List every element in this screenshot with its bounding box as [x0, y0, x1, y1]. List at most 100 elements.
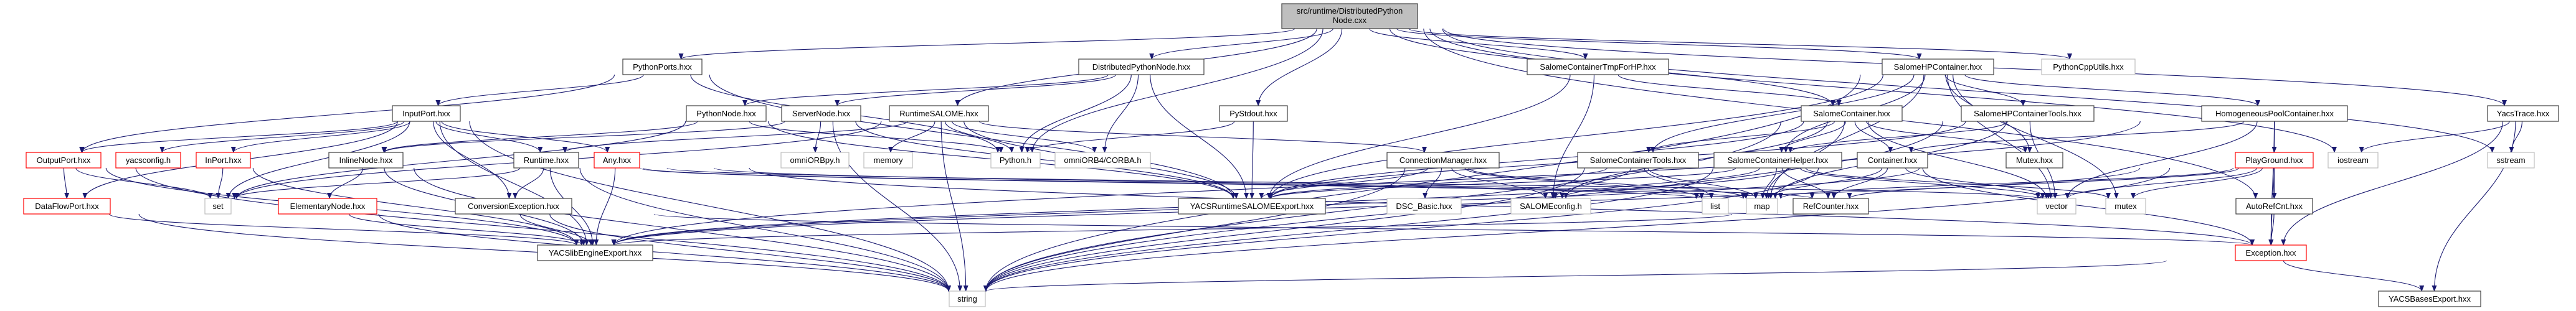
- edge-runtime-to-conversion-exception: [513, 167, 544, 199]
- edge-container-to-vector: [1905, 167, 2051, 199]
- edge-exception-to-yacsbases-export: [2283, 260, 2425, 292]
- file-node-salome-container-tools[interactable]: SalomeContainerTools.hxx: [1577, 152, 1699, 169]
- file-node-runtime[interactable]: Runtime.hxx: [513, 152, 579, 169]
- node-label: Python.h: [1000, 156, 1031, 165]
- node-label: SalomeHPContainer.hxx: [1894, 62, 1982, 72]
- edge-distributed-python-node-to-corba: [1102, 74, 1139, 153]
- edge-main-to-python-cpp-utils: [1408, 28, 2072, 60]
- node-box: [2378, 290, 2481, 307]
- node-label: YACSlibEngineExport.hxx: [549, 248, 642, 258]
- edge-yacs-trace-to-sstream: [2509, 121, 2522, 153]
- file-node-salomeconfig[interactable]: SALOMEconfig.h: [1510, 198, 1591, 215]
- edge-elementary-node-to-yacslib-engine-export: [348, 213, 584, 246]
- file-node-python-ports[interactable]: PythonPorts.hxx: [622, 58, 703, 75]
- node-label: ElementaryNode.hxx: [290, 202, 366, 211]
- file-node-dsc-basic[interactable]: DSC_Basic.hxx: [1386, 198, 1462, 215]
- file-node-container[interactable]: Container.hxx: [1857, 152, 1928, 169]
- file-node-conversion-exception[interactable]: ConversionException.hxx: [455, 198, 572, 215]
- edge-salome-hpcontainer-to-string: [983, 74, 1861, 292]
- node-box: [392, 105, 461, 122]
- file-node-set[interactable]: set: [204, 198, 232, 215]
- node-label: src/runtime/DistributedPython: [1297, 6, 1403, 16]
- file-node-play-ground[interactable]: PlayGround.hxx: [2235, 152, 2314, 169]
- edge-inline-node-to-elementary-node: [327, 167, 364, 199]
- node-box: [2235, 152, 2314, 169]
- node-box: [1746, 198, 1778, 215]
- file-node-server-node[interactable]: ServerNode.hxx: [781, 105, 861, 122]
- edge-runtime-to-set: [232, 167, 521, 199]
- node-box: [2105, 198, 2146, 215]
- file-node-py-stdout[interactable]: PyStdout.hxx: [1219, 105, 1288, 122]
- file-node-homogeneous-pool-container[interactable]: HomogeneousPoolContainer.hxx: [2201, 105, 2348, 122]
- edge-salome-container-tmp-for-hp-to-yacsruntime-salomeexport: [1266, 74, 1571, 199]
- file-node-auto-ref-cnt[interactable]: AutoRefCnt.hxx: [2235, 198, 2313, 215]
- file-node-yacslib-engine-export[interactable]: YACSlibEngineExport.hxx: [537, 244, 653, 261]
- file-node-omni-orbpy[interactable]: omniORBpy.h: [780, 152, 850, 169]
- edge-server-node-to-inline-node: [382, 121, 785, 153]
- edge-main-to-iostream: [1429, 28, 2337, 153]
- node-box: [2037, 198, 2076, 215]
- node-label: Container.hxx: [1868, 156, 1918, 165]
- edge-ref-counter-to-yacslib-engine-export: [612, 213, 1733, 246]
- file-node-salome-hpcontainer[interactable]: SalomeHPContainer.hxx: [1882, 58, 1994, 75]
- edge-python-ports-to-input-port: [435, 74, 644, 106]
- file-node-connection-manager[interactable]: ConnectionManager.hxx: [1386, 152, 1500, 169]
- file-node-salome-container[interactable]: SalomeContainer.hxx: [1801, 105, 1903, 122]
- file-node-salome-container-tmp-for-hp[interactable]: SalomeContainerTmpForHP.hxx: [1527, 58, 1669, 75]
- file-node-output-port[interactable]: OutputPort.hxx: [26, 152, 102, 169]
- file-node-inline-node[interactable]: InlineNode.hxx: [328, 152, 404, 169]
- file-node-exception[interactable]: Exception.hxx: [2235, 244, 2307, 261]
- file-node-any[interactable]: Any.hxx: [594, 152, 640, 169]
- node-label: omniORB4/CORBA.h: [1064, 156, 1141, 165]
- file-node-python-h[interactable]: Python.h: [990, 152, 1041, 169]
- file-node-input-port[interactable]: InputPort.hxx: [392, 105, 461, 122]
- edge-main-to-python-h: [1030, 28, 1324, 153]
- edge-distributed-python-node-to-server-node: [835, 74, 1116, 106]
- file-node-mutex[interactable]: mutex: [2105, 198, 2146, 215]
- file-node-salome-container-helper[interactable]: SalomeContainerHelper.hxx: [1713, 152, 1842, 169]
- node-box: [1801, 105, 1903, 122]
- file-node-data-flow-port[interactable]: DataFlowPort.hxx: [23, 198, 111, 215]
- edge-runtime-salome-to-memory: [888, 121, 935, 153]
- node-label: DSC_Basic.hxx: [1396, 202, 1452, 211]
- edge-connection-manager-to-list: [1464, 167, 1704, 199]
- file-node-iostream[interactable]: iostream: [2327, 152, 2379, 169]
- node-label: RefCounter.hxx: [1803, 202, 1859, 211]
- file-node-corba[interactable]: omniORB4/CORBA.h: [1054, 152, 1151, 169]
- file-node-distributed-python-node[interactable]: DistributedPythonNode.hxx: [1078, 58, 1205, 75]
- edge-server-node-to-string: [832, 121, 963, 292]
- file-node-yacsbases-export[interactable]: YACSBasesExport.hxx: [2378, 290, 2481, 307]
- edge-conversion-exception-to-exception: [653, 213, 2254, 246]
- file-node-memory[interactable]: memory: [863, 152, 913, 169]
- file-node-in-port[interactable]: InPort.hxx: [196, 152, 251, 169]
- file-node-sstream[interactable]: sstream: [2487, 152, 2535, 169]
- edge-distributed-python-node-to-python-node: [742, 74, 1109, 106]
- edge-salome-container-to-salome-container-helper: [1779, 121, 1847, 153]
- file-node-runtime-salome[interactable]: RuntimeSALOME.hxx: [889, 105, 989, 122]
- file-node-python-node[interactable]: PythonNode.hxx: [686, 105, 767, 122]
- file-node-salome-hpcontainer-tools[interactable]: SalomeHPContainerTools.hxx: [1961, 105, 2095, 122]
- edge-play-ground-to-string: [983, 167, 2171, 292]
- file-node-python-cpp-utils[interactable]: PythonCppUtils.hxx: [2041, 58, 2136, 75]
- file-node-elementary-node[interactable]: ElementaryNode.hxx: [278, 198, 377, 215]
- file-node-yacsruntime-salomeexport[interactable]: YACSRuntimeSALOMEExport.hxx: [1178, 198, 1326, 215]
- edge-play-ground-to-vector: [2065, 167, 2258, 199]
- node-box: [1792, 198, 1869, 215]
- file-node-vector[interactable]: vector: [2037, 198, 2076, 215]
- file-node-list[interactable]: list: [1702, 198, 1729, 215]
- edge-salome-container-tmp-for-hp-to-salomeconfig: [1550, 74, 1595, 199]
- node-label: RuntimeSALOME.hxx: [899, 109, 978, 118]
- file-node-yacsconfig[interactable]: yacsconfig.h: [115, 152, 181, 169]
- edge-salome-container-to-vector: [1867, 121, 2049, 199]
- file-node-yacs-trace[interactable]: YacsTrace.hxx: [2487, 105, 2559, 122]
- edge-auto-ref-cnt-to-exception: [2268, 213, 2275, 246]
- file-node-mutex[interactable]: Mutex.hxx: [2005, 152, 2063, 169]
- edge-yacs-trace-to-yacsbases-export: [2432, 121, 2516, 292]
- node-label: mutex: [2114, 202, 2137, 211]
- node-box: [780, 152, 850, 169]
- edge-salome-hpcontainer-tools-to-salome-container-helper: [1788, 121, 2008, 153]
- file-node-map[interactable]: map: [1746, 198, 1778, 215]
- file-node-ref-counter[interactable]: RefCounter.hxx: [1792, 198, 1869, 215]
- edge-salome-container-tools-to-salomeconfig: [1553, 167, 1632, 199]
- file-node-string[interactable]: string: [949, 290, 986, 307]
